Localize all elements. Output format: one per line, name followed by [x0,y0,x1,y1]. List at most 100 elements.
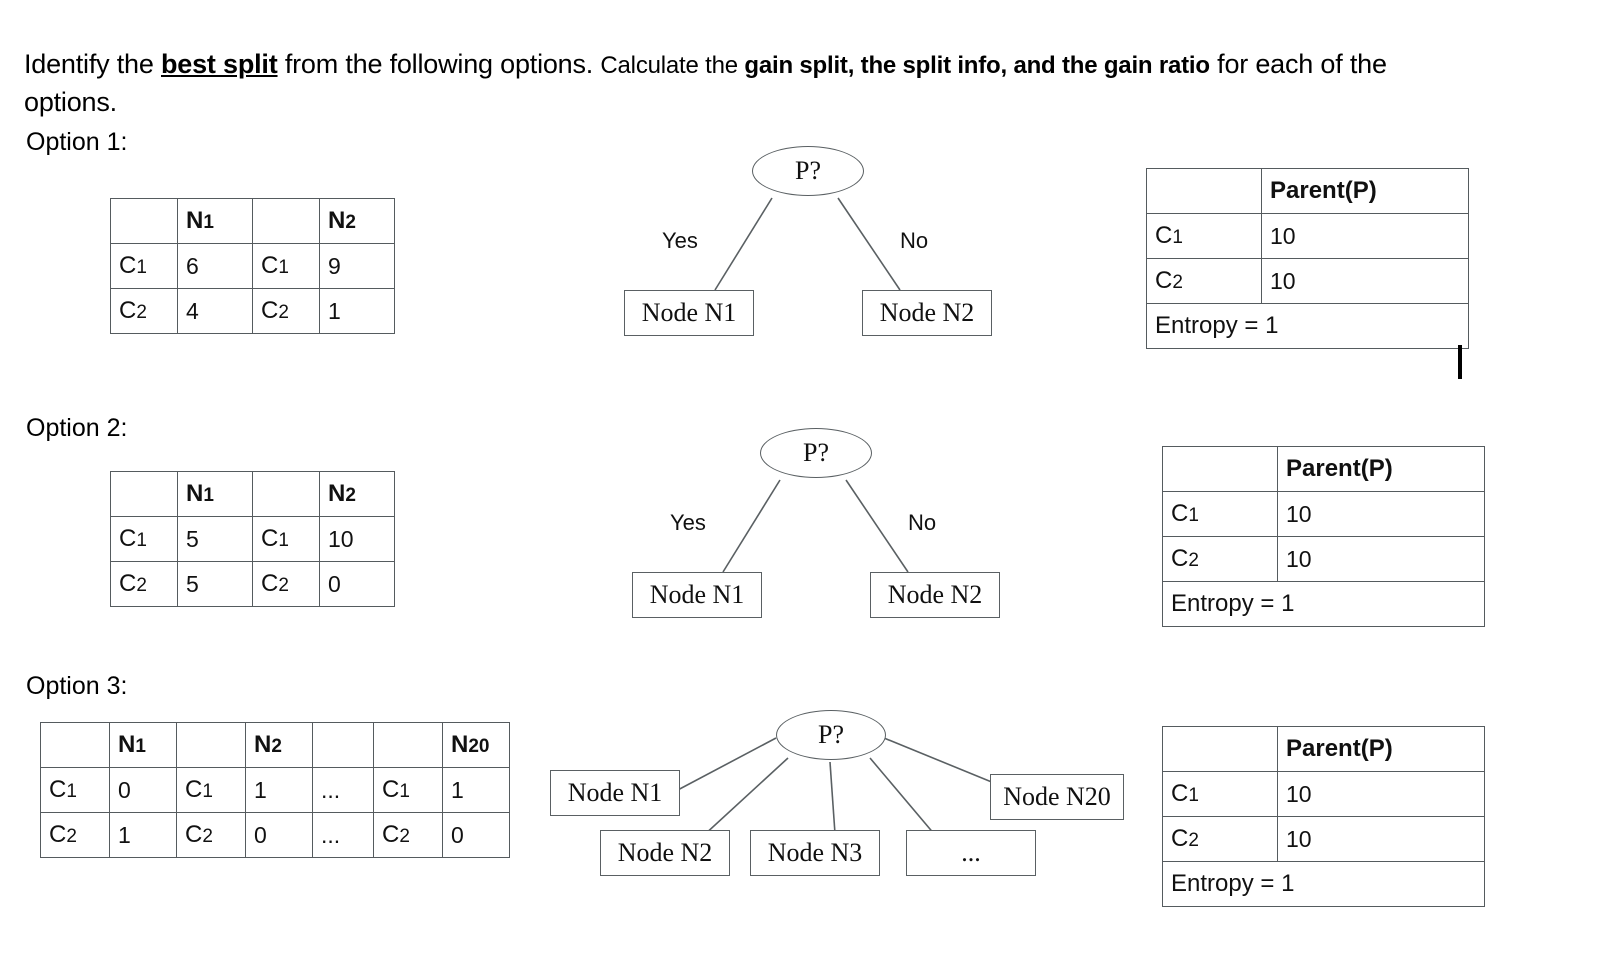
child-node-ellipsis: ... [906,830,1036,876]
option-1-parent-table: Parent(P) C1 10 C2 10 Entropy = 1 [1146,168,1469,349]
root-node-p: P? [776,710,886,760]
cell-class-c1: C1 [1162,771,1278,817]
cell-class-c2: C2 [373,812,443,858]
cell-parent-c2-value: 10 [1277,816,1485,862]
child-node-n2: Node N2 [600,830,730,876]
tree-edges [722,479,909,573]
cell-class-c1: C1 [40,767,110,813]
cell-header-n1: N1 [177,471,253,517]
table-row: N1 N2 [110,198,395,244]
cell-ellipsis: ... [312,767,374,813]
cell-empty [252,471,320,517]
cell-parent-c1-value: 10 [1261,213,1469,259]
table-row: C1 5 C1 10 [110,516,395,562]
option-3-tree-diagram: P? Node N1 Node N2 Node N3 ... Node N20 [548,700,1128,890]
option-2-parent-table: Parent(P) C1 10 C2 10 Entropy = 1 [1162,446,1485,627]
cell-class-c1: C1 [1146,213,1262,259]
child-node-n1: Node N1 [550,770,680,816]
root-node-p: P? [752,146,864,196]
table-row: C2 10 [1146,258,1469,304]
cell-parent-c2-value: 10 [1277,536,1485,582]
text-cursor-caret [1458,345,1462,379]
tree-edges [714,197,901,291]
table-row: C2 5 C2 0 [110,561,395,607]
edge-label-yes: Yes [670,510,706,535]
child-node-n2: Node N2 [870,572,1000,618]
cell-parent-c1-value: 10 [1277,491,1485,537]
cell-header-n2: N2 [319,471,395,517]
prompt-seg-6: for each of the options. [24,49,1387,118]
child-node-n2: Node N2 [862,290,992,336]
option-3-label: Option 3: [26,672,128,700]
cell-ellipsis: ... [312,812,374,858]
table-row: C2 4 C2 1 [110,288,395,334]
cell-empty [40,722,110,768]
prompt-seg-4: Calculate the [600,52,745,79]
cell-header-n20: N20 [442,722,510,768]
option-3-counts-table: N1 N2 N20 C1 0 C1 1 ... C1 1 C2 1 C2 0 .… [40,722,510,858]
table-row: Parent(P) [1162,726,1485,772]
cell-header-parent: Parent(P) [1261,168,1469,214]
option-3-parent-table: Parent(P) C1 10 C2 10 Entropy = 1 [1162,726,1485,907]
cell-n1-c2-value: 5 [177,561,253,607]
prompt-seg-1: Identify the [24,49,161,79]
cell-empty [252,198,320,244]
table-row: C2 10 [1162,816,1485,862]
cell-class-c2: C2 [40,812,110,858]
cell-class-c2: C2 [110,288,178,334]
edge-label-no: No [900,228,929,253]
cell-class-c2: C2 [110,561,178,607]
cell-class-c1: C1 [1162,491,1278,537]
cell-n2-c1-value: 9 [319,243,395,289]
table-row: C1 0 C1 1 ... C1 1 [40,767,510,813]
cell-parent-c2-value: 10 [1261,258,1469,304]
cell-empty [1162,726,1278,772]
child-node-n20: Node N20 [990,774,1124,820]
cell-parent-c1-value: 10 [1277,771,1485,817]
table-row: C1 6 C1 9 [110,243,395,289]
cell-entropy: Entropy = 1 [1162,861,1485,907]
cell-n2-c2-value: 1 [319,288,395,334]
option-1-label: Option 1: [26,128,128,156]
table-row: C2 10 [1162,536,1485,582]
cell-class-c1: C1 [176,767,246,813]
root-node-p: P? [760,428,872,478]
prompt-paragraph: Identify the best split from the followi… [24,45,1444,122]
cell-n1-c1-value: 6 [177,243,253,289]
cell-n20-c1-value: 1 [442,767,510,813]
cell-empty [373,722,443,768]
cell-empty [1162,446,1278,492]
cell-class-c2: C2 [252,288,320,334]
cell-empty [176,722,246,768]
cell-n2-c2-value: 0 [319,561,395,607]
cell-empty [1146,168,1262,214]
cell-n2-c2-value: 0 [245,812,313,858]
cell-header-n1: N1 [109,722,177,768]
cell-header-parent: Parent(P) [1277,446,1485,492]
cell-n1-c1-value: 0 [109,767,177,813]
cell-n1-c2-value: 4 [177,288,253,334]
cell-entropy: Entropy = 1 [1146,303,1469,349]
table-row: C1 10 [1146,213,1469,259]
cell-class-c1: C1 [110,243,178,289]
table-row: Entropy = 1 [1162,861,1485,907]
prompt-seg-3: from the following options. [277,49,601,79]
cell-class-c1: C1 [252,516,320,562]
cell-class-c1: C1 [110,516,178,562]
table-row: Parent(P) [1162,446,1485,492]
option-1-counts-table: N1 N2 C1 6 C1 9 C2 4 C2 1 [110,198,395,334]
table-row: Entropy = 1 [1146,303,1469,349]
cell-header-n2: N2 [319,198,395,244]
option-1-tree-diagram: P? Yes No Node N1 Node N2 [600,146,1020,350]
cell-empty [312,722,374,768]
cell-n2-c1-value: 1 [245,767,313,813]
cell-header-n2: N2 [245,722,313,768]
cell-class-c1: C1 [373,767,443,813]
edge-label-no: No [908,510,937,535]
cell-empty [110,471,178,517]
table-row: C1 10 [1162,771,1485,817]
cell-n2-c1-value: 10 [319,516,395,562]
edge-label-yes: Yes [662,228,698,253]
table-row: C1 10 [1162,491,1485,537]
